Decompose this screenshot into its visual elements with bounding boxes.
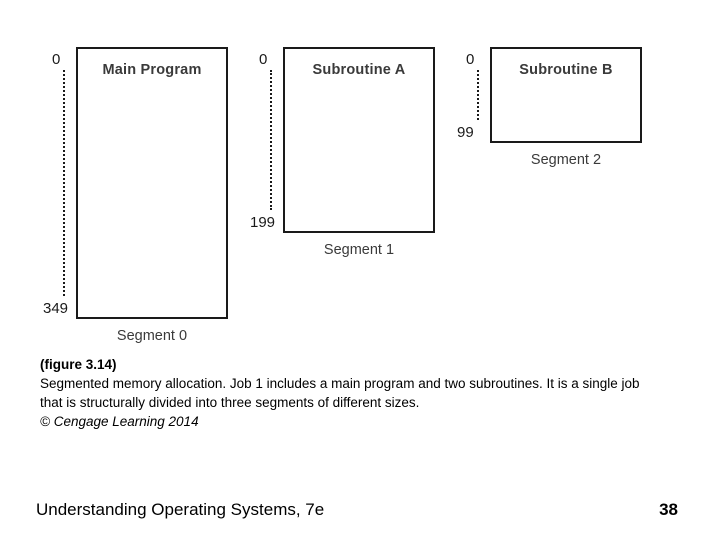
segment-address-dots-main-program	[63, 70, 65, 296]
figure-number: (figure 3.14)	[40, 357, 117, 372]
segment-title-subroutine-b: Subroutine B	[519, 62, 613, 78]
segment-bottom-address-main-program: 349	[43, 300, 69, 317]
segment-title-subroutine-a: Subroutine A	[312, 62, 406, 78]
segment-title-main-program: Main Program	[102, 62, 202, 78]
segment-top-address-main-program: 0	[52, 51, 61, 68]
footer-page-number: 38	[659, 500, 678, 519]
figure-credit: © Cengage Learning 2014	[40, 414, 199, 429]
footer-book-title: Understanding Operating Systems, 7e	[36, 500, 325, 519]
segment-label-0: Segment 0	[116, 328, 188, 344]
segment-label-2: Segment 2	[530, 152, 602, 168]
segment-bottom-address-subroutine-b: 99	[457, 124, 474, 141]
segment-top-address-subroutine-a: 0	[259, 51, 268, 68]
segment-top-address-subroutine-b: 0	[466, 51, 475, 68]
segment-box-main-program	[76, 47, 228, 319]
figure-caption: (figure 3.14) Segmented memory allocatio…	[40, 355, 640, 431]
segmented-memory-diagram: Main Program 0 349 Segment 0 Subroutine …	[43, 47, 642, 344]
segment-label-1: Segment 1	[323, 242, 395, 258]
segment-box-subroutine-b	[490, 47, 642, 143]
segment-address-dots-subroutine-b	[477, 70, 479, 120]
figure-description: Segmented memory allocation. Job 1 inclu…	[40, 376, 640, 410]
segment-box-subroutine-a	[283, 47, 435, 233]
segment-address-dots-subroutine-a	[270, 70, 272, 210]
segment-bottom-address-subroutine-a: 199	[250, 214, 276, 231]
